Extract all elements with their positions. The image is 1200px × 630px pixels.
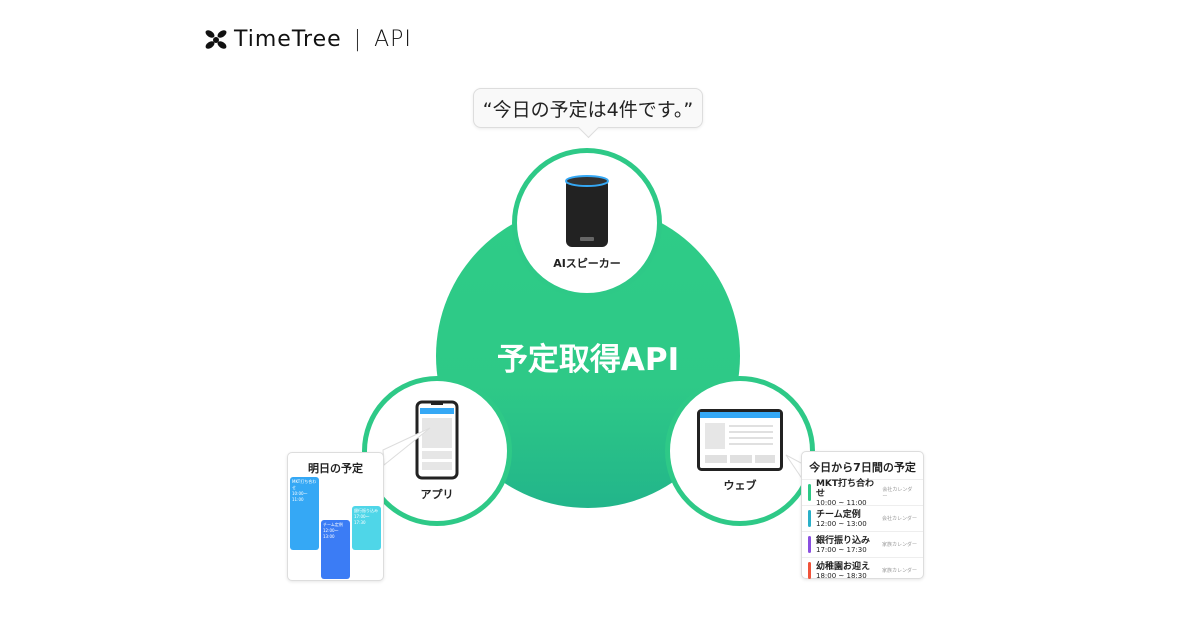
- event-title: 銀行振り込み: [816, 535, 871, 546]
- logo-product: API: [374, 27, 412, 52]
- event-title: チーム定例: [816, 509, 861, 520]
- web-label: ウェブ: [723, 479, 757, 492]
- event-title: 幼稚園お迎え: [816, 561, 871, 572]
- timetree-logo-icon: [205, 29, 227, 49]
- event-calendar: 家族カレンダー: [881, 542, 917, 548]
- event-title: MKT打ち合わせ: [815, 478, 875, 499]
- speech-text: “今日の予定は4件です。”: [482, 98, 694, 121]
- speech-bubble: “今日の予定は4件です。”: [473, 88, 703, 128]
- event-color-bar: [808, 484, 811, 501]
- event-calendar: 家族カレンダー: [881, 568, 917, 574]
- event-time: 18:00 ~ 18:30: [816, 571, 867, 580]
- week-title: 今日から7日間の予定: [809, 461, 916, 474]
- speaker-label: AIスピーカー: [553, 257, 621, 270]
- logo-brand: TimeTree: [234, 27, 342, 52]
- app-callout-pointer: [382, 427, 431, 466]
- event-time: 17:00 ~ 17:30: [816, 545, 867, 554]
- center-title: 予定取得API: [496, 341, 680, 378]
- event-calendar: 会社カレンダー: [881, 516, 917, 522]
- node-speaker: AIスピーカー: [512, 148, 662, 298]
- logo: TimeTree | API: [204, 27, 412, 52]
- event-color-bar: [808, 562, 811, 579]
- event-time: 10:00 ~ 11:00: [815, 498, 867, 507]
- event-color-bar: [808, 536, 811, 553]
- event-time: 12:00 ~ 13:00: [816, 519, 867, 528]
- tomorrow-title: 明日の予定: [308, 462, 363, 475]
- browser-window-icon: [697, 409, 783, 471]
- smart-speaker-icon: [565, 175, 609, 247]
- event-calendar: 会社カレンダー: [882, 486, 913, 500]
- logo-separator: |: [353, 27, 363, 52]
- node-web: ウェブ: [665, 376, 815, 526]
- app-label: アプリ: [420, 488, 454, 501]
- event-color-bar: [808, 510, 811, 527]
- smartphone-icon: [415, 400, 459, 480]
